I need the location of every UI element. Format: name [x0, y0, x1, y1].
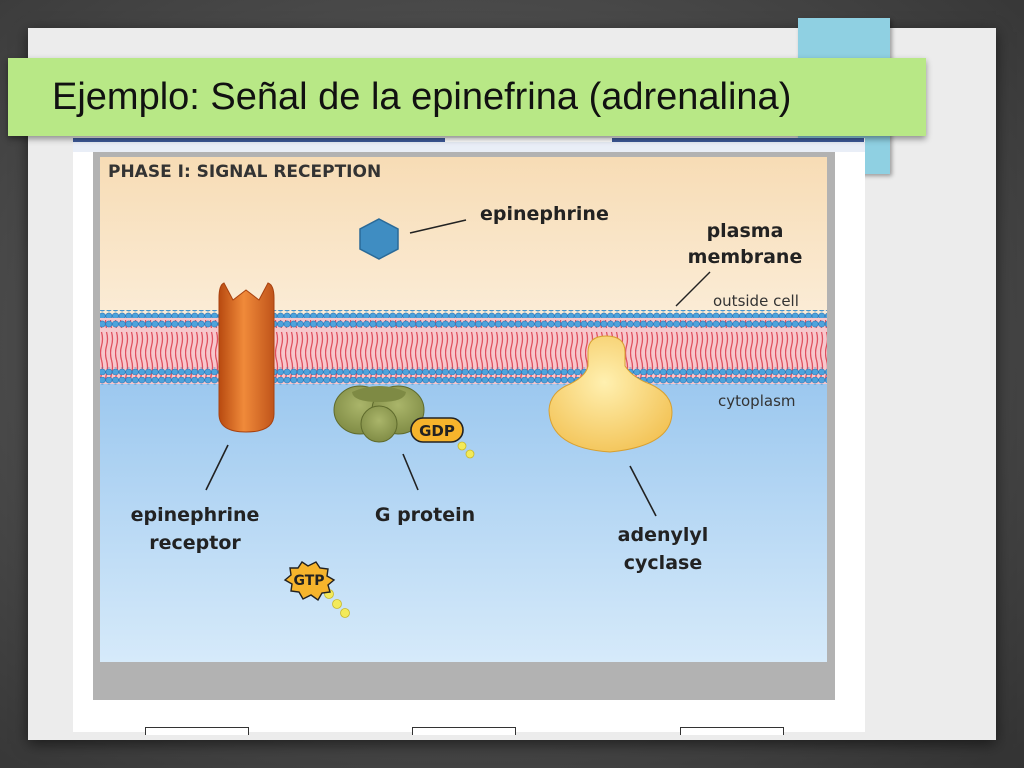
plasma-membrane-label-line2: membrane — [688, 246, 803, 268]
gtp-label: GTP — [293, 573, 324, 589]
g-protein-label: G protein — [375, 504, 475, 526]
gtp-badge: GTP — [283, 561, 350, 618]
figure-top-strip — [73, 142, 865, 152]
phase-title: PHASE I: SIGNAL RECEPTION — [108, 162, 381, 182]
epinephrine-label: epinephrine — [480, 203, 609, 225]
plasma-membrane-pointer — [675, 271, 711, 307]
adenylyl-cyclase-icon — [548, 335, 673, 453]
figure-nav-button-1[interactable] — [145, 727, 249, 735]
g-protein-icon — [333, 385, 425, 443]
receptor-label-line2: receptor — [149, 532, 241, 554]
gdp-badge: GDP — [410, 417, 475, 459]
figure-nav-button-3[interactable] — [680, 727, 784, 735]
figure-top-rule-right — [612, 138, 864, 142]
epinephrine-receptor-icon — [218, 282, 275, 433]
plasma-membrane — [100, 310, 827, 385]
figure-top-rule-left — [73, 138, 445, 142]
plasma-membrane-label-line1: plasma — [707, 220, 784, 242]
g-protein-pointer — [402, 453, 419, 491]
receptor-label-line1: epinephrine — [131, 504, 260, 526]
slide-title: Ejemplo: Señal de la epinefrina (adrenal… — [52, 75, 792, 118]
outside-cell-label: outside cell — [713, 292, 799, 310]
gdp-label: GDP — [419, 422, 455, 440]
adenylyl-cyclase-label-line2: cyclase — [624, 552, 702, 574]
epinephrine-pointer — [409, 219, 467, 234]
slide-title-bar: Ejemplo: Señal de la epinefrina (adrenal… — [8, 58, 926, 136]
adenylyl-cyclase-pointer — [629, 465, 657, 517]
receptor-pointer — [205, 444, 229, 491]
epinephrine-molecule-icon — [359, 218, 399, 260]
adenylyl-cyclase-label-line1: adenylyl — [618, 524, 709, 546]
figure-nav-button-2[interactable] — [412, 727, 516, 735]
cytoplasm-label: cytoplasm — [718, 392, 796, 410]
